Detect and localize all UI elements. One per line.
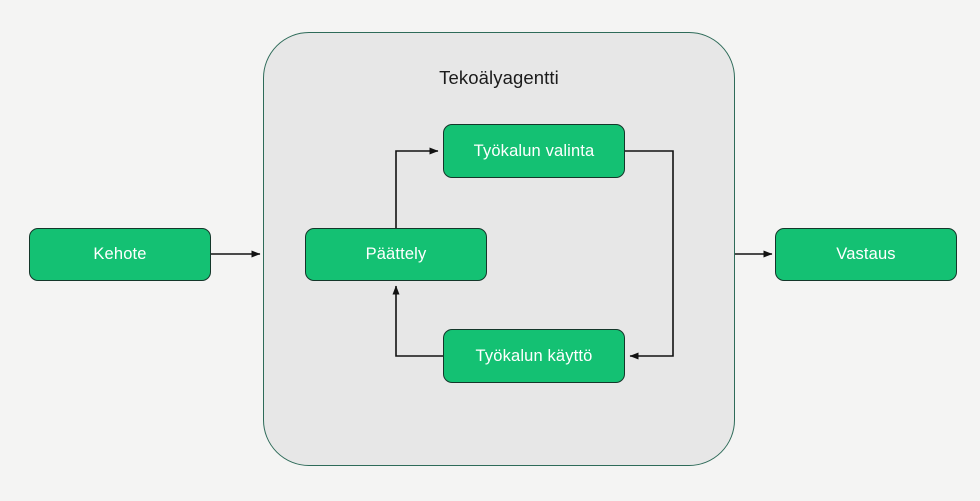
node-tyokalun-kaytto[interactable]: Työkalun käyttö bbox=[443, 329, 625, 383]
node-tyokalun-valinta[interactable]: Työkalun valinta bbox=[443, 124, 625, 178]
node-kehote[interactable]: Kehote bbox=[29, 228, 211, 281]
node-vastaus-label: Vastaus bbox=[836, 245, 896, 263]
node-paattely-label: Päättely bbox=[365, 245, 427, 263]
node-kehote-label: Kehote bbox=[93, 245, 147, 263]
node-paattely[interactable]: Päättely bbox=[305, 228, 487, 281]
node-vastaus[interactable]: Vastaus bbox=[775, 228, 957, 281]
node-tyokalun-kaytto-label: Työkalun käyttö bbox=[475, 346, 593, 365]
node-tyokalun-valinta-label: Työkalun valinta bbox=[473, 141, 595, 160]
agent-container-title: Tekoälyagentti bbox=[439, 67, 559, 88]
